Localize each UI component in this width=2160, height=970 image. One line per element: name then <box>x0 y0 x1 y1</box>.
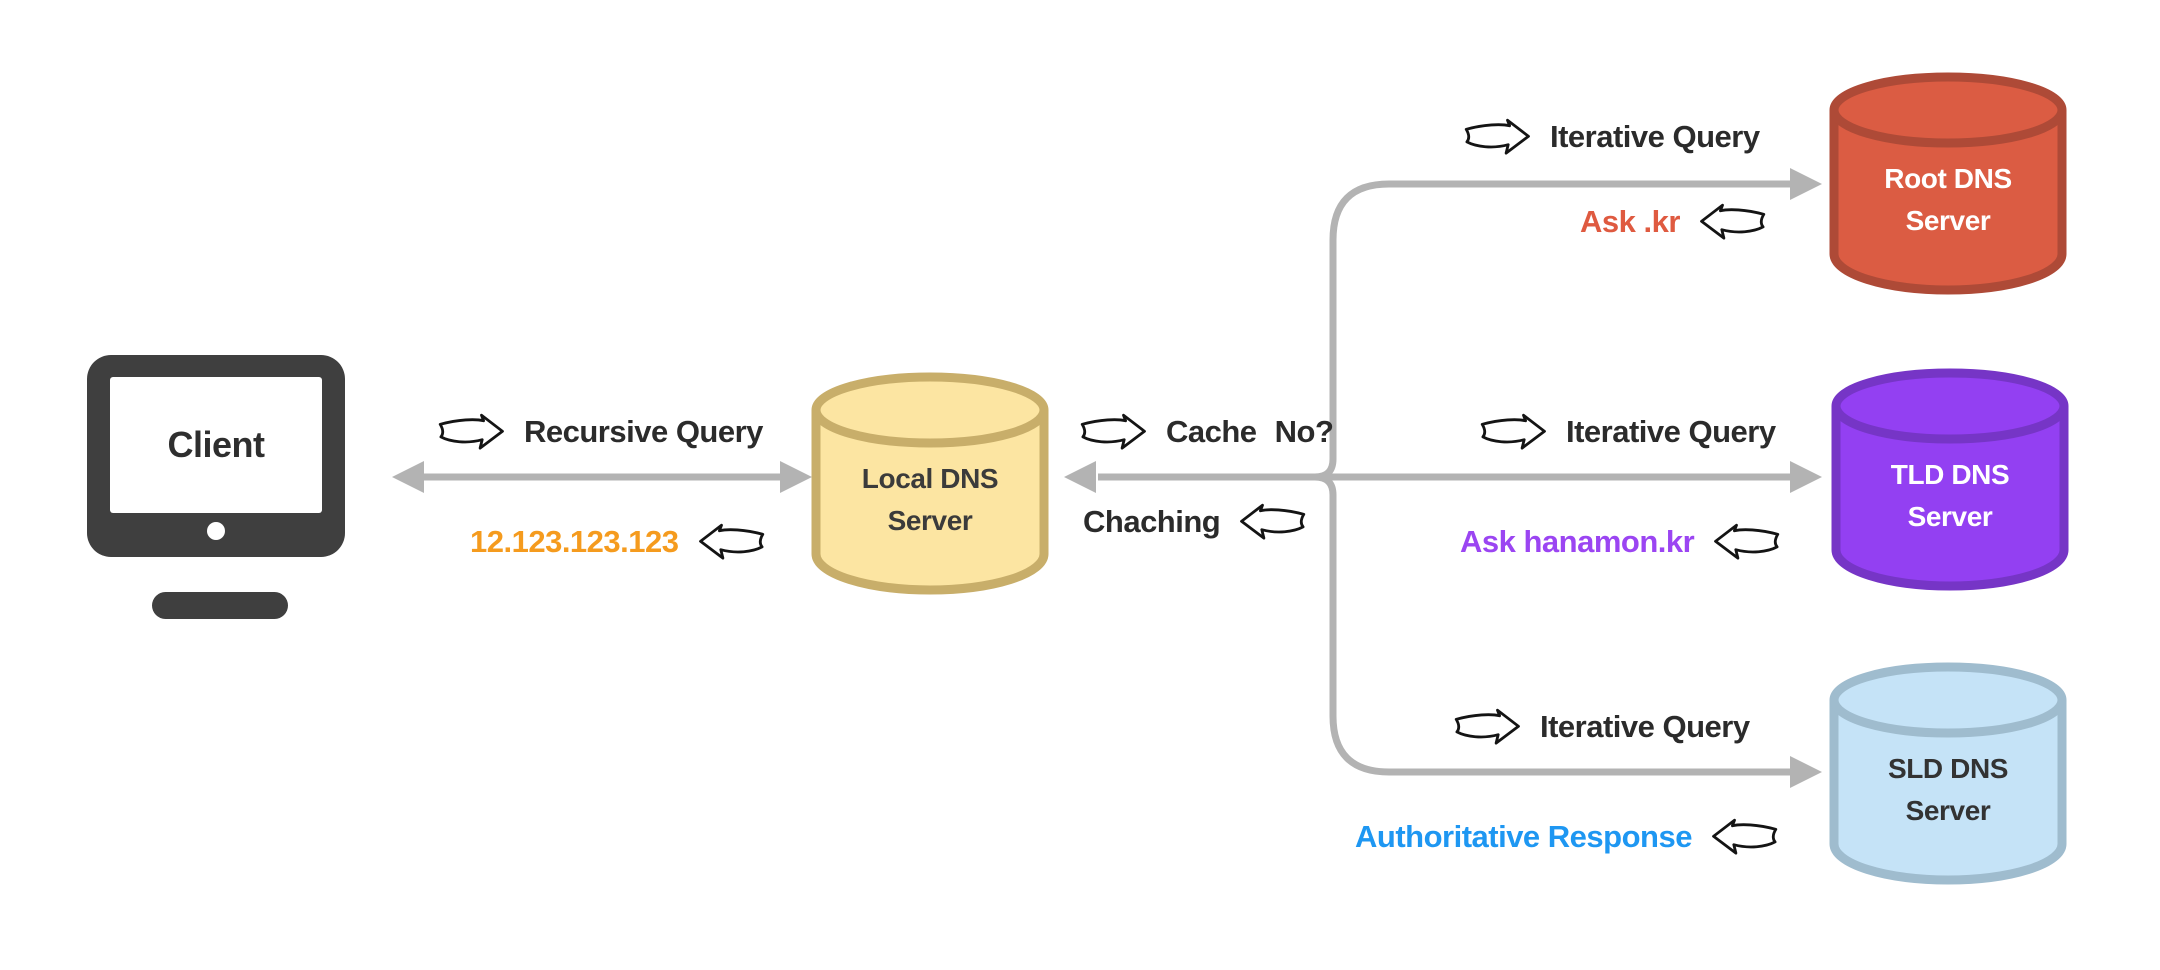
database-cylinder-icon <box>1831 368 2069 591</box>
root-response-row: Ask .kr <box>1580 200 1768 244</box>
cache-check-label: Cache No? <box>1166 414 1334 449</box>
connector-client-local <box>392 461 812 493</box>
tld-response-row: Ask hanamon.kr <box>1460 520 1782 564</box>
caching-label: Chaching <box>1083 504 1221 539</box>
recursive-query-label: Recursive Query <box>524 414 763 449</box>
tld-query-label: Iterative Query <box>1566 414 1776 449</box>
client-node: Client <box>87 355 345 557</box>
hand-arrow-left-icon <box>1712 523 1782 561</box>
client-response-label: 12.123.123.123 <box>470 524 679 559</box>
hand-arrow-left-icon <box>1698 203 1768 241</box>
hand-arrow-right-icon <box>1078 413 1148 451</box>
client-screen: Client <box>110 377 322 513</box>
tld-response-label: Ask hanamon.kr <box>1460 524 1695 559</box>
hand-arrow-left-icon <box>1238 503 1308 541</box>
root-dns-server-node: Root DNS Server <box>1824 68 2072 298</box>
root-query-row: Iterative Query <box>1462 115 1760 159</box>
root-dns-server-label: Root DNS Server <box>1884 163 2012 236</box>
sld-query-label: Iterative Query <box>1540 709 1750 744</box>
local-dns-server-node: Local DNS Server <box>806 368 1054 598</box>
local-dns-server-label: Local DNS Server <box>861 463 999 536</box>
client-label: Client <box>167 424 265 465</box>
sld-dns-server-node: SLD DNS Server <box>1824 658 2072 888</box>
hand-arrow-left-icon <box>1710 818 1780 856</box>
root-response-label: Ask .kr <box>1580 204 1680 239</box>
monitor-stand-icon <box>152 592 288 619</box>
connector-junction-local <box>1064 461 1315 493</box>
sld-dns-server-label: SLD DNS Server <box>1887 753 2009 826</box>
sld-response-label: Authoritative Response <box>1355 819 1692 854</box>
sld-response-row: Authoritative Response <box>1355 815 1780 859</box>
hand-arrow-right-icon <box>1478 413 1548 451</box>
tld-dns-server-node: TLD DNS Server <box>1826 364 2074 594</box>
client-response-row: 12.123.123.123 <box>470 520 767 564</box>
connector-local-sld <box>1314 473 1822 788</box>
monitor-button-icon <box>207 522 225 540</box>
connector-local-tld <box>1315 461 1822 493</box>
hand-arrow-right-icon <box>1462 118 1532 156</box>
database-cylinder-icon <box>1829 662 2067 885</box>
tld-dns-server-label: TLD DNS Server <box>1890 459 2010 532</box>
caching-row: Chaching <box>1083 500 1308 544</box>
hand-arrow-right-icon <box>436 413 506 451</box>
database-cylinder-icon <box>1829 72 2067 295</box>
recursive-query-row: Recursive Query <box>436 410 763 454</box>
tld-query-row: Iterative Query <box>1478 410 1776 454</box>
cache-check-row: Cache No? <box>1078 410 1334 454</box>
sld-query-row: Iterative Query <box>1452 705 1750 749</box>
database-cylinder-icon <box>811 372 1049 595</box>
hand-arrow-left-icon <box>697 523 767 561</box>
hand-arrow-right-icon <box>1452 708 1522 746</box>
root-query-label: Iterative Query <box>1550 119 1760 154</box>
